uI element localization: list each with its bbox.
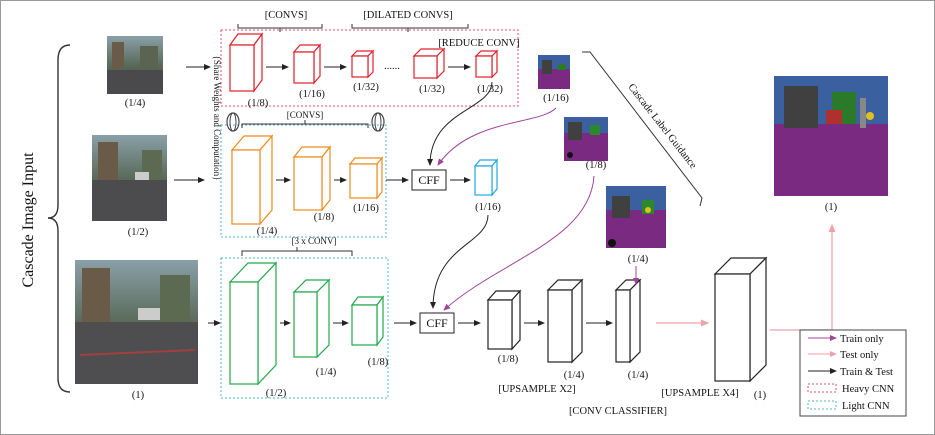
heavy-scale-2: (1/16) (299, 89, 325, 100)
light-scale-2: (1/4) (316, 367, 337, 378)
legend-light-cnn: Light CNN (842, 401, 890, 412)
mid-scale-1: (1/4) (257, 226, 278, 237)
gt-scale-eighth: (1/8) (586, 160, 607, 171)
cff-label-1: CFF (418, 173, 440, 187)
reduce-conv-label: [REDUCE CONV] (438, 38, 519, 49)
output-segmentation-image (774, 76, 888, 196)
upsample-x4-label: [UPSAMPLE X4] (661, 388, 738, 399)
heavy-block-1 (228, 32, 264, 93)
upsample-x2-label: [UPSAMPLE X2] (498, 384, 575, 395)
convs-top-label: [CONVS] (265, 10, 308, 21)
classifier-scale-2: (1/4) (564, 370, 585, 381)
three-conv-label: [3 x CONV] (292, 236, 337, 246)
classifier-scale-1: (1/8) (498, 354, 519, 365)
mid-block-1 (230, 134, 274, 226)
heavy-cnn-box (220, 29, 519, 107)
arrow-gt1-cff1 (437, 107, 557, 166)
legend-train-test: Train & Test (840, 367, 893, 378)
cff-box-2 (419, 312, 455, 334)
cff1-output-block (473, 158, 499, 197)
mid-scale-2: (1/8) (314, 212, 335, 223)
arrow-heavy-cff1 (427, 81, 493, 166)
classifier-scale-3: (1/4) (628, 370, 649, 381)
arrow-gt2-cff2 (443, 175, 595, 311)
light-cnn-box-bottom (220, 257, 389, 399)
conv-classifier-label: [CONV CLASSIFIER] (569, 406, 667, 417)
dilated-ellipsis: ...... (384, 61, 400, 72)
gt-image-eighth (564, 117, 608, 161)
classifier-block-1 (486, 289, 522, 351)
light-cnn-box-mid (220, 124, 387, 238)
gt-scale-sixteenth: (1/16) (543, 93, 569, 104)
brace-convs-mid (241, 120, 369, 128)
cff1-scale: (1/16) (475, 202, 501, 213)
legend: Train only Test only Train & Test Heavy … (799, 329, 907, 417)
mid-block-3 (348, 156, 384, 200)
convs-mid-label: [CONVS] (287, 110, 324, 120)
guidance-brace (582, 51, 703, 207)
cff-label-2: CFF (426, 316, 448, 330)
input-image-quarter (107, 36, 163, 94)
classifier-block-4 (713, 256, 768, 383)
input-scale-half: (1/2) (128, 227, 149, 238)
legend-train-only: Train only (840, 334, 884, 345)
cascade-label-guidance-label: Cascade Label Guidance (626, 82, 699, 171)
legend-test-only: Test only (840, 350, 879, 361)
heavy-block-2 (292, 43, 322, 85)
heavy-scale-3: (1/32) (353, 82, 379, 93)
output-scale: (1) (825, 202, 838, 213)
heavy-scale-4: (1/32) (419, 84, 445, 95)
heavy-block-3 (350, 49, 375, 79)
light-block-1 (228, 261, 278, 386)
gt-image-sixteenth (538, 55, 570, 89)
classifier-block-3 (614, 278, 642, 364)
brace-convs-top (237, 24, 323, 32)
heavy-block-5 (474, 49, 499, 79)
light-scale-3: (1/8) (368, 357, 389, 368)
share-weight-icon-right (371, 112, 385, 132)
arrow-cff1-cff2 (430, 214, 489, 309)
share-weight-icon-left (226, 112, 240, 132)
light-scale-1: (1/2) (266, 388, 287, 399)
share-weights-label: {Share Weights and Computation} (212, 56, 222, 181)
gt-image-quarter (606, 186, 666, 248)
legend-heavy-swatch (807, 383, 837, 393)
classifier-scale-4: (1) (754, 390, 767, 401)
legend-heavy-cnn: Heavy CNN (842, 384, 895, 395)
light-block-3 (350, 295, 385, 347)
heavy-scale-1: (1/8) (248, 98, 269, 109)
legend-box (799, 329, 907, 417)
cff-box-1 (411, 169, 447, 191)
input-brace (47, 44, 71, 393)
mid-block-2 (292, 145, 332, 212)
input-scale-quarter: (1/4) (125, 98, 146, 109)
dilated-convs-label: [DILATED CONVS] (363, 10, 453, 21)
light-block-2 (292, 278, 331, 359)
input-scale-full: (1) (132, 390, 145, 401)
mid-scale-3: (1/16) (353, 203, 379, 214)
heavy-block-4 (412, 47, 446, 80)
brace-dilated (351, 24, 469, 32)
input-image-full (75, 260, 198, 384)
legend-light-swatch (807, 400, 837, 410)
arrow-final-output (770, 223, 836, 331)
cascade-input-label: Cascade Image Input (20, 152, 37, 288)
gt-scale-quarter: (1/4) (628, 254, 649, 265)
classifier-block-2 (546, 278, 584, 364)
input-image-half (92, 135, 167, 221)
brace-three-conv (241, 247, 353, 256)
